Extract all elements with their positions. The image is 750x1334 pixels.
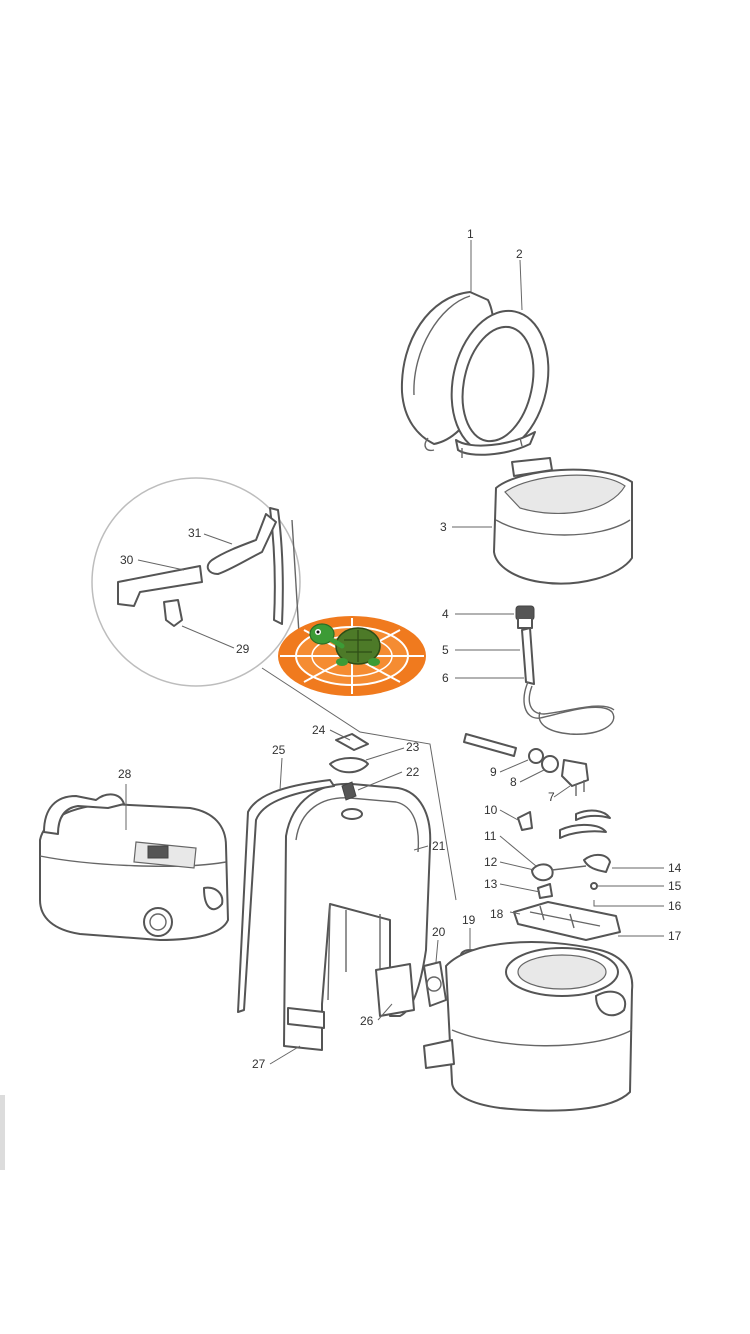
edge-mark [0,1095,5,1170]
callout-31: 31 [188,526,202,540]
part-2-seat [450,309,550,458]
callout-13: 13 [484,877,498,891]
callout-7: 7 [548,790,555,804]
callout-2: 2 [516,247,523,261]
callout-22: 22 [406,765,420,779]
parts-7-9-fittings [463,733,589,796]
part-21-housing [283,782,432,1051]
callout-9: 9 [490,765,497,779]
callout-21: 21 [432,839,446,853]
callout-3: 3 [440,520,447,534]
callout-17: 17 [668,929,682,943]
zoom-circle [91,477,301,687]
callout-18: 18 [490,907,504,921]
parts-22-24-flap [329,733,369,801]
callout-1: 1 [467,227,474,241]
callout-16: 16 [668,899,682,913]
part-28-tank [39,793,229,941]
detail-zoom [91,477,457,901]
callout-19: 19 [462,913,476,927]
callout-10: 10 [484,803,498,817]
callout-6: 6 [442,671,449,685]
leader-lines [125,240,664,1065]
callout-15: 15 [668,879,682,893]
zoom-leader [261,667,457,901]
part-25-panel [237,779,335,1013]
callout-12: 12 [484,855,498,869]
callout-27: 27 [252,1057,266,1071]
bowl-base [423,941,634,1112]
callout-30: 30 [120,553,134,567]
callout-11: 11 [484,829,497,843]
callout-4: 4 [442,607,449,621]
turtle-compass-logo [278,616,426,696]
callout-8: 8 [510,775,517,789]
parts-26-27-base [287,1007,325,1029]
callout-29: 29 [236,642,250,656]
callout-23: 23 [406,740,420,754]
callout-5: 5 [442,643,449,657]
callout-labels: 1 2 3 4 5 6 7 8 9 10 11 12 13 14 15 16 1… [118,227,682,1071]
parts-10-18-valve [513,809,621,941]
callout-24: 24 [312,723,326,737]
callout-26: 26 [360,1014,374,1028]
part-3-bowl-top [493,457,633,585]
parts-4-6-hose [515,605,615,735]
callout-28: 28 [118,767,132,781]
callout-25: 25 [272,743,286,757]
callout-20: 20 [432,925,446,939]
callout-14: 14 [668,861,682,875]
